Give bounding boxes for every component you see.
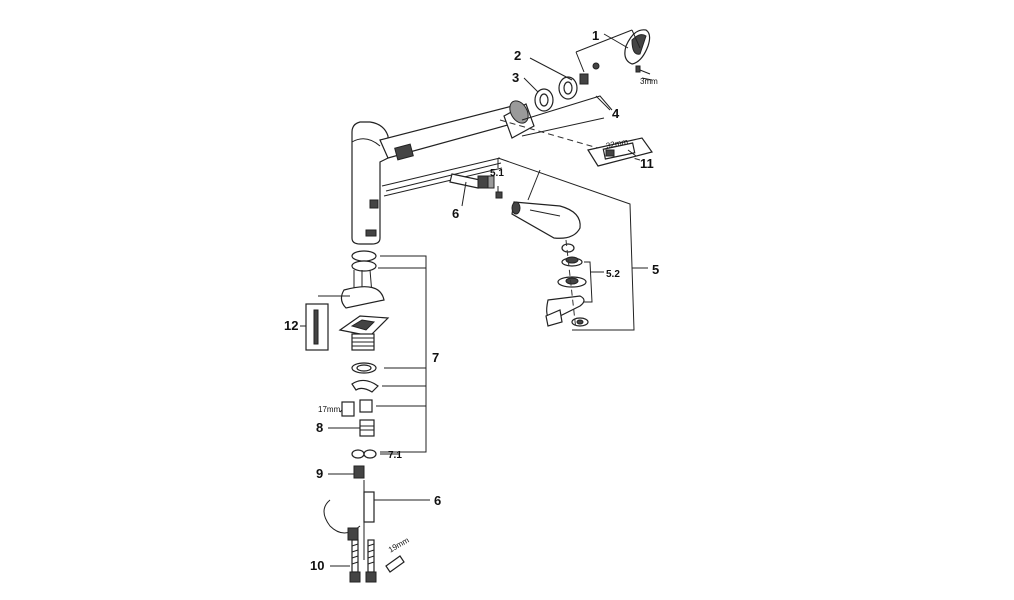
nut-8 [351,419,377,459]
callout-6-top: 6 [452,206,459,221]
hose-connector-top [449,173,503,199]
callout-4: 4 [612,106,620,121]
faucet-body [351,103,527,245]
tool-size-19mm: 19mm [387,535,411,554]
cartridge-assembly [503,29,653,139]
callout-1: 1 [592,28,599,43]
tool-size-3mm: 3mm [640,77,658,86]
callout-3: 3 [512,70,519,85]
callout-11: 11 [640,156,654,171]
callout-8: 8 [316,420,323,435]
callout-7: 7 [432,350,439,365]
callout-7-1: 7.1 [388,450,402,461]
callout-10: 10 [310,558,324,573]
callout-9: 9 [316,466,323,481]
tool-12 [305,303,329,351]
tool-size-17mm: 17mm [318,405,341,414]
callout-5: 5 [652,262,659,277]
wrench-17mm [341,401,355,417]
callout-5-1: 5.1 [490,168,504,179]
callout-2: 2 [514,48,521,63]
wrench-32mm [587,137,653,167]
lower-hose-parts [323,465,375,560]
mounting-assembly [338,250,390,413]
spray-head-subparts [545,243,589,327]
callout-12: 12 [284,318,298,333]
callout-6-bottom: 6 [434,493,441,508]
callout-5-2: 5.2 [606,269,620,280]
spray-head [511,201,581,239]
screws-10 [347,527,405,583]
